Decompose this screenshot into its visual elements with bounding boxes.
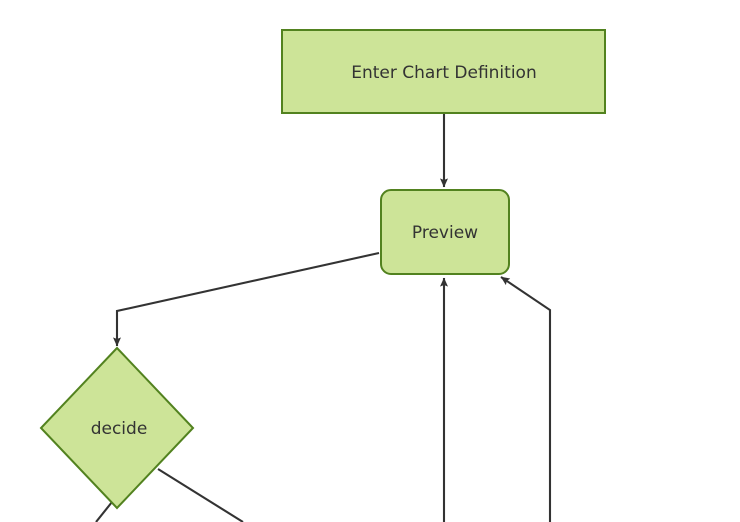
edge-bottom-right-to-preview	[500, 276, 552, 522]
node-group: Enter Chart Definition Preview decide	[39, 29, 606, 510]
node-preview-label: Preview	[412, 223, 478, 243]
edge-decide-out-right	[157, 468, 244, 522]
node-enter-chart-definition-shape	[281, 29, 606, 114]
edge-preview-to-decide	[113, 251, 380, 347]
node-enter-chart-definition-label: Enter Chart Definition	[351, 63, 536, 83]
edge-group	[95, 114, 552, 522]
node-decide-shape	[39, 346, 195, 510]
node-decide-label: decide	[91, 419, 148, 439]
node-preview-shape	[380, 189, 510, 275]
edge-decide-out-left	[95, 501, 113, 522]
node-enter-chart-definition[interactable]: Enter Chart Definition	[281, 29, 606, 114]
node-decide[interactable]: decide	[39, 346, 195, 510]
node-preview[interactable]: Preview	[380, 189, 510, 275]
